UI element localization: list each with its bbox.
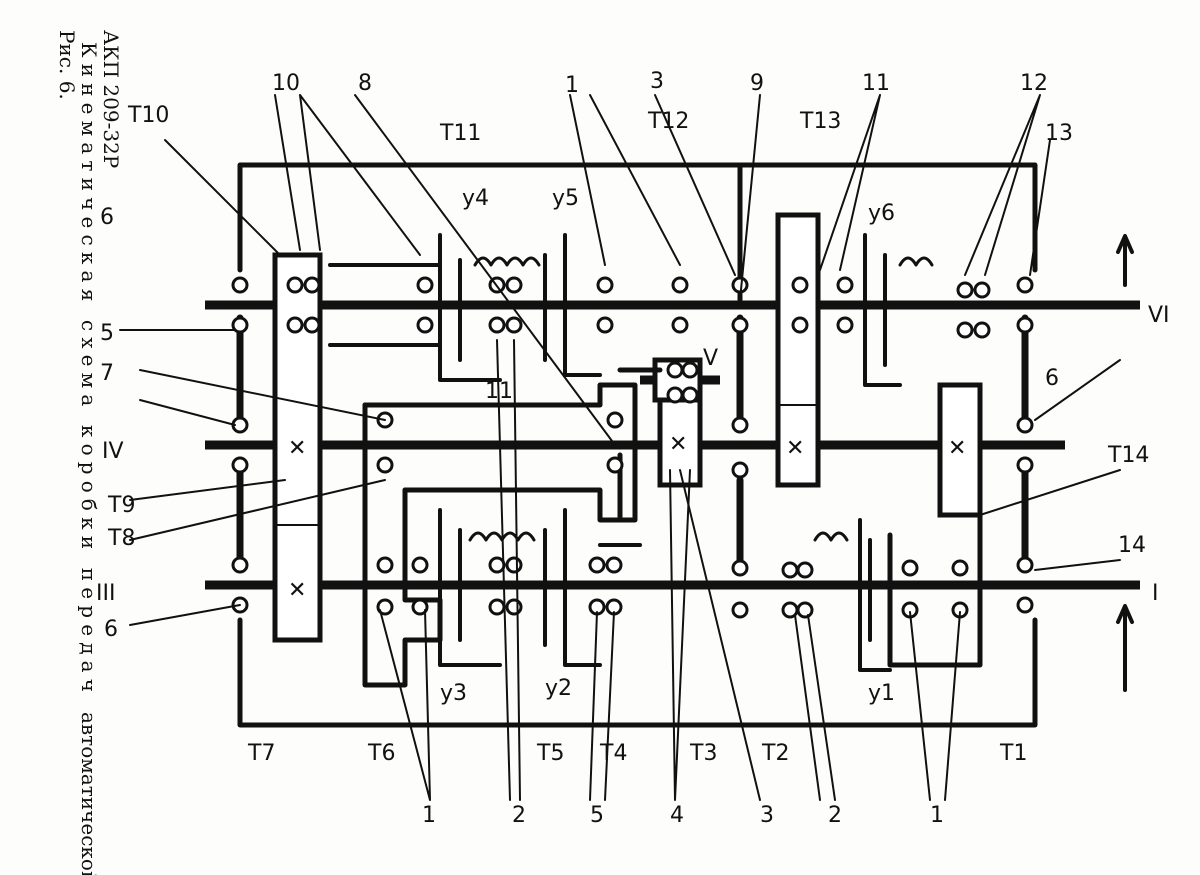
clutch-y4 [438, 233, 502, 382]
label-10: 10 [272, 71, 300, 96]
label-5-left: 5 [100, 321, 114, 346]
label-12: 12 [1020, 71, 1048, 96]
label-shaft-v: V [703, 346, 718, 371]
clutch-y5 [543, 233, 602, 377]
spring-y4 [473, 256, 541, 267]
spring-y1 [813, 531, 849, 542]
gear-t8-body [362, 382, 638, 523]
label-t6: T6 [367, 741, 395, 766]
housing-bottom-line [237, 617, 1038, 728]
label-3-b: 3 [760, 803, 774, 828]
clutch-y2 [543, 508, 602, 667]
label-8: 8 [358, 71, 372, 96]
label-t7: T7 [247, 741, 275, 766]
leader-lines [119, 94, 1121, 801]
label-t4: T4 [599, 741, 627, 766]
input-arrow-icon [1116, 604, 1134, 692]
gear-cross-t3: ✕ [669, 432, 687, 457]
label-y2: y2 [545, 676, 572, 701]
label-t10: T10 [127, 103, 169, 128]
label-9: 9 [750, 71, 764, 96]
gear-t14 [937, 382, 983, 518]
caption-line-1: Рис. 6. [55, 30, 79, 100]
label-t2: T2 [761, 741, 789, 766]
label-t1: T1 [999, 741, 1027, 766]
label-y6: y6 [868, 201, 895, 226]
caption-tail: автоматической [77, 712, 101, 875]
label-2-b2: 2 [828, 803, 842, 828]
label-y5: y5 [552, 186, 579, 211]
clutch-y3 [438, 508, 502, 667]
label-4-b: 4 [670, 803, 684, 828]
label-y1: y1 [868, 681, 895, 706]
label-shaft-vi: VI [1148, 303, 1170, 328]
bearing-row-vi [286, 276, 991, 339]
label-1-b2: 1 [930, 803, 944, 828]
label-6-left: 6 [100, 205, 114, 230]
label-shaft-i: I [1152, 581, 1159, 606]
label-11-top: 11 [862, 71, 890, 96]
label-2-b1: 2 [512, 803, 526, 828]
label-t3: T3 [689, 741, 717, 766]
label-1-top: 1 [565, 73, 579, 98]
output-arrow-icon [1116, 234, 1134, 287]
label-6-bottom: 6 [104, 617, 118, 642]
label-5-b: 5 [590, 803, 604, 828]
label-t11: T11 [439, 121, 481, 146]
label-13: 13 [1045, 121, 1073, 146]
label-1-b1: 1 [422, 803, 436, 828]
housing-top-line [237, 162, 1038, 273]
label-t5: T5 [536, 741, 564, 766]
gear-t2-t13 [775, 212, 821, 488]
label-7: 7 [100, 361, 114, 386]
spring-y6 [898, 256, 934, 267]
clutch-y6 [863, 233, 902, 387]
bearing-row-iv [376, 361, 699, 474]
label-t9: T9 [107, 493, 135, 518]
label-shaft-iii: III [96, 581, 115, 606]
support-middle [731, 276, 749, 619]
label-t8: T8 [107, 526, 135, 551]
label-t13: T13 [799, 109, 841, 134]
caption-line-3: АКП 209-32Р [99, 30, 123, 168]
gear-cross-t14: ✕ [948, 436, 966, 461]
label-6-right: 6 [1045, 366, 1059, 391]
gear-cross-t7: ✕ [288, 578, 306, 603]
support-left [231, 276, 249, 614]
clutch-y1 [858, 518, 892, 672]
label-3-top: 3 [650, 69, 664, 94]
gear-cross-t2: ✕ [786, 436, 804, 461]
gear-cross-t9: ✕ [288, 436, 306, 461]
label-t12: T12 [647, 109, 689, 134]
label-14: 14 [1118, 533, 1146, 558]
label-11-mid: 11 [485, 379, 513, 404]
support-right [1016, 276, 1034, 614]
label-y3: y3 [440, 681, 467, 706]
label-t14: T14 [1107, 443, 1149, 468]
label-y4: y4 [462, 186, 489, 211]
gear-t1 [887, 512, 983, 668]
label-shaft-iv: IV [102, 439, 124, 464]
